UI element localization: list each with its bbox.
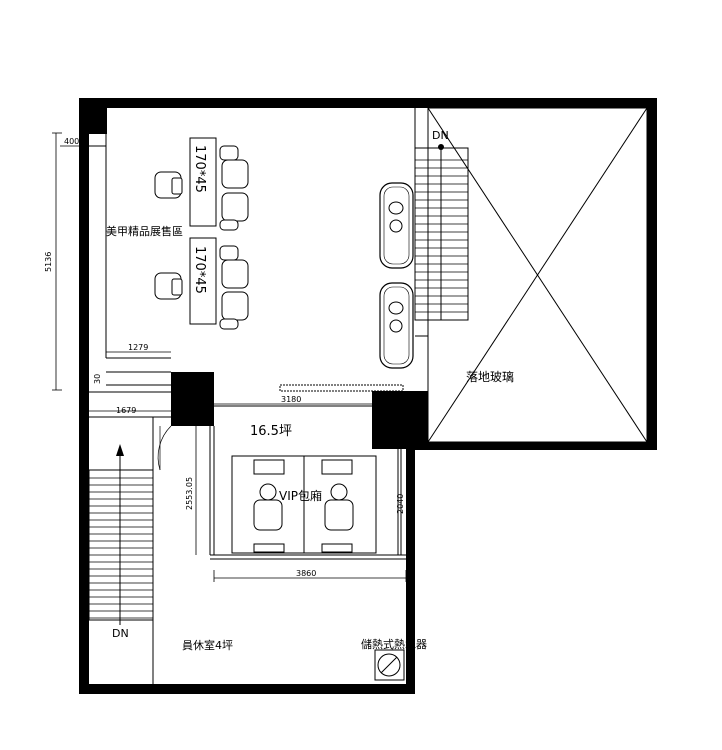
water-heater-symbol — [374, 649, 405, 681]
sofas — [379, 182, 414, 369]
stair-top-arrow-dot — [438, 144, 444, 150]
chairs — [154, 145, 249, 330]
dimension-lines — [52, 132, 409, 582]
table-size-label-1: 170*45 — [192, 145, 207, 193]
dim-1279: 1279 — [128, 343, 148, 352]
heater-label: 儲熱式熱水器 — [361, 638, 427, 651]
dim-400: 400 — [64, 137, 79, 146]
dn-label-top: DN — [432, 129, 449, 142]
sofa-2 — [379, 282, 414, 369]
window-strip — [279, 384, 404, 392]
dn-label-left: DN — [112, 627, 129, 640]
outer-walls — [79, 98, 657, 694]
dim-3860: 3860 — [296, 569, 316, 578]
vip-room-furniture — [231, 455, 377, 554]
dim-1679: 1679 — [116, 406, 136, 415]
stair-top — [414, 144, 469, 321]
dim-2040: 2040 — [396, 494, 405, 514]
dim-3180: 3180 — [281, 395, 301, 404]
table-size-label-2: 170*45 — [192, 246, 207, 294]
dim-2553: 2553.05 — [185, 477, 194, 510]
partitions — [89, 134, 406, 684]
columns — [171, 372, 428, 449]
open-void — [414, 107, 648, 443]
display-area-label: 美甲精品展售區 — [106, 224, 183, 238]
vip-room-label: VIP包廂 — [279, 489, 322, 503]
dim-30: 30 — [93, 374, 102, 384]
stair-left — [88, 444, 154, 625]
sofa-1 — [379, 182, 414, 269]
display-tables — [189, 137, 217, 325]
area-size-label: 16.5坪 — [250, 424, 292, 439]
glass-label: 落地玻璃 — [466, 370, 514, 384]
staff-room-label: 員休室4坪 — [182, 638, 233, 652]
dim-5136: 5136 — [44, 252, 53, 272]
stair-left-arrow — [116, 444, 124, 456]
